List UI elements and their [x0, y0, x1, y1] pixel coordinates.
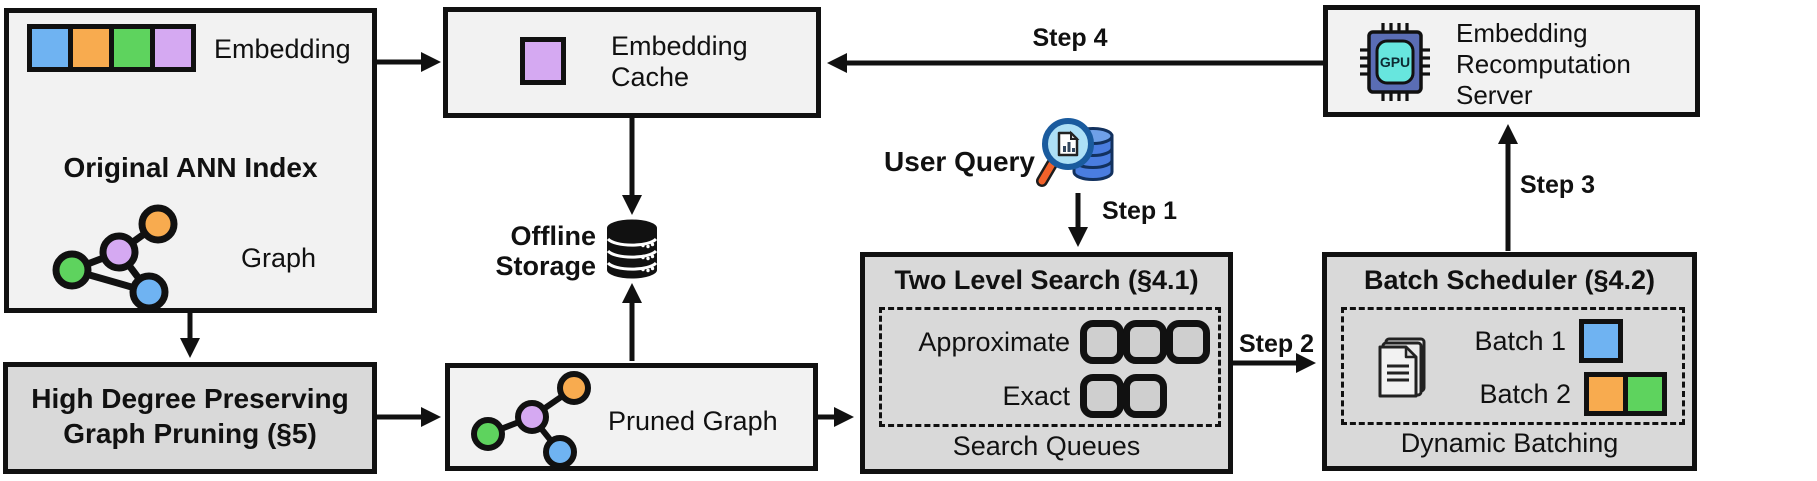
original-ann-index-title: Original ANN Index	[63, 152, 318, 183]
recomputation-server-box: GPU Embedding Recomputation Server	[1323, 5, 1700, 117]
database-icon	[606, 219, 658, 279]
gpu-chip-label: GPU	[1380, 54, 1410, 70]
embedding-label: Embedding	[214, 34, 351, 64]
batch-scheduler-box: Batch Scheduler (§4.2) Batch 1 Batch 2 D…	[1322, 252, 1697, 471]
color-square	[109, 24, 155, 72]
graph-pruning-box: High Degree Preserving Graph Pruning (§5…	[3, 362, 377, 474]
batch1-row: Batch 1	[1474, 319, 1623, 363]
step1-label: Step 1	[1102, 197, 1178, 225]
magnifier-handle	[1038, 160, 1056, 185]
offline-storage-line1: Offline	[510, 221, 597, 251]
batch1-squares	[1579, 319, 1623, 363]
documents-stack-icon	[1378, 337, 1426, 398]
batch2-row: Batch 2	[1479, 372, 1667, 416]
pruned-graph-box: Pruned Graph	[445, 363, 818, 471]
step4-label: Step 4	[1032, 24, 1108, 52]
color-square	[68, 24, 114, 72]
original-ann-index-box: Embedding Original ANN Index Graph	[4, 8, 377, 313]
offline-storage-line2: Storage	[495, 251, 596, 281]
pruned-graph-label: Pruned Graph	[608, 406, 778, 436]
offline-storage-label: Offline Storage	[468, 221, 596, 281]
query-search-database-icon	[1036, 118, 1114, 187]
embedding-vector-icon	[27, 24, 196, 72]
queue-slot	[1166, 320, 1210, 364]
color-square	[1623, 372, 1667, 416]
exact-queue-row: Exact	[890, 374, 1167, 418]
queue-slot	[1080, 320, 1124, 364]
graph-icon	[52, 204, 178, 312]
search-queues-region: Approximate Exact	[879, 307, 1221, 427]
batch1-label: Batch 1	[1474, 325, 1566, 356]
color-square	[1579, 319, 1623, 363]
approximate-label: Approximate	[918, 326, 1070, 357]
graph-label: Graph	[241, 243, 317, 273]
dynamic-batching-label: Dynamic Batching	[1400, 428, 1619, 458]
cached-embedding-icon	[520, 37, 566, 85]
color-square	[27, 24, 73, 72]
pruned-graph-icon	[471, 371, 591, 469]
graph-pruning-title: High Degree Preserving Graph Pruning (§5…	[8, 381, 372, 451]
server-label-line2: Recomputation	[1456, 49, 1631, 79]
approximate-queue-slots	[1080, 320, 1210, 364]
dynamic-batching-region: Batch 1 Batch 2	[1341, 307, 1685, 425]
user-query-label: User Query	[884, 146, 1035, 177]
two-level-search-title: Two Level Search (§4.1)	[894, 265, 1199, 295]
approximate-queue-row: Approximate	[890, 320, 1210, 364]
graph-pruning-title-line1: High Degree Preserving	[31, 383, 349, 414]
document-glyph	[1057, 130, 1080, 157]
queue-slot	[1080, 374, 1124, 418]
color-square	[150, 24, 196, 72]
step3-label: Step 3	[1520, 171, 1596, 199]
server-label-line1: Embedding	[1456, 18, 1588, 48]
batch-scheduler-title: Batch Scheduler (§4.2)	[1363, 265, 1656, 295]
two-level-search-box: Two Level Search (§4.1) Approximate Exac…	[860, 252, 1233, 474]
embedding-cache-label-line1: Embedding	[611, 31, 748, 61]
color-square	[1584, 372, 1628, 416]
server-label-line3: Server	[1456, 80, 1533, 110]
queue-slot	[1123, 320, 1167, 364]
batch2-label: Batch 2	[1479, 378, 1571, 409]
gpu-chip-icon: GPU	[1360, 23, 1430, 101]
queue-slot	[1123, 374, 1167, 418]
embedding-cache-box: Embedding Cache	[443, 7, 821, 118]
recomputation-server-label: Embedding Recomputation Server	[1456, 18, 1631, 111]
embedding-cache-label: Embedding Cache	[611, 31, 748, 93]
exact-queue-slots	[1080, 374, 1167, 418]
batch2-squares	[1584, 372, 1667, 416]
graph-pruning-title-line2: Graph Pruning (§5)	[63, 418, 317, 449]
exact-label: Exact	[1002, 380, 1070, 411]
search-queues-label: Search Queues	[952, 431, 1141, 461]
embedding-cache-label-line2: Cache	[611, 62, 690, 92]
step2-label: Step 2	[1238, 330, 1314, 358]
